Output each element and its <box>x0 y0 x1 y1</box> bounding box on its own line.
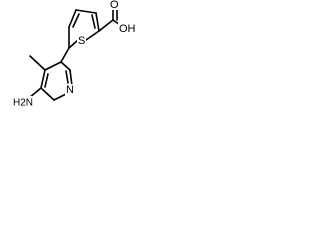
carbonyl-oxygen-label: O <box>110 0 119 11</box>
pyridine-bond-1 <box>44 61 62 71</box>
pyridine-double-bond-2 <box>65 70 69 84</box>
carboxyl-bond-ring <box>98 19 114 32</box>
thiophene-ring <box>68 9 100 49</box>
thiophene-double-bond-c2-c3 <box>91 14 96 29</box>
chemical-structure-diagram: S OH O N H2N <box>12 0 137 109</box>
thiophene-bond-c4-c5 <box>68 9 77 28</box>
thiophene-bond-c5-s <box>68 39 79 49</box>
methyl-bond <box>29 55 46 71</box>
pyridine-bond-6 <box>60 61 71 71</box>
pyridine-bond-2 <box>40 69 46 89</box>
pyridine-bond-4 <box>53 93 67 101</box>
thiophene-bond-s-c2 <box>85 30 100 41</box>
pyridine-double-bond-1 <box>44 73 49 88</box>
carboxyl-oh-label: OH <box>119 23 136 35</box>
thiophene-sulfur-label: S <box>78 35 85 47</box>
pyridine-bond-3 <box>40 87 55 101</box>
pyridine-nitrogen-label: N <box>66 84 74 96</box>
thiophene-bond-c3-c4 <box>75 9 97 14</box>
pyridine-bond-5 <box>69 69 73 87</box>
inter-ring-bond <box>60 47 70 63</box>
thiophene-double-bond-c4-c5 <box>72 13 80 28</box>
amino-group-label: H2N <box>13 98 33 109</box>
pyridine-ring <box>40 61 73 101</box>
thiophene-bond-c2-c3 <box>95 12 100 32</box>
